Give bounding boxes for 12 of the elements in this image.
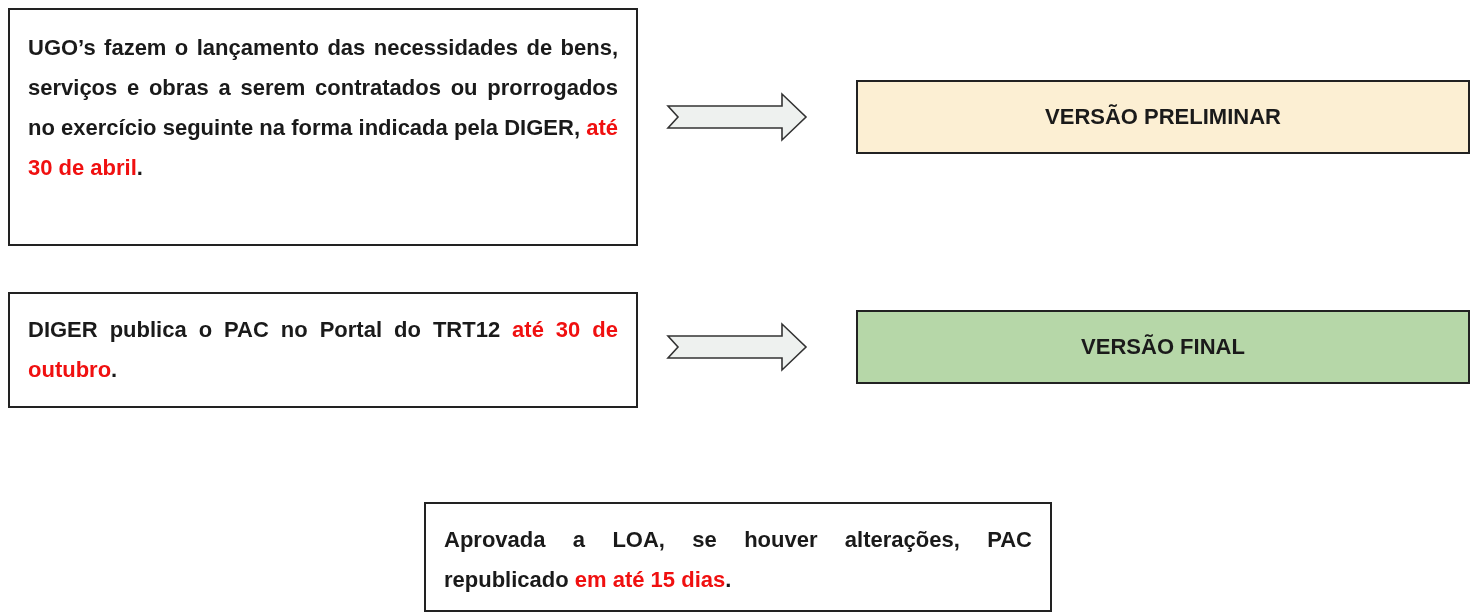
- stage-label: VERSÃO PRELIMINAR: [1045, 104, 1281, 130]
- block-arrow: [666, 322, 808, 372]
- description-text: DIGER publica o PAC no Portal do TRT12 até 30 de outubro.: [28, 316, 618, 384]
- description-text: Aprovada a LOA, se houver alterações, PAC republicado em até 15 dias.: [444, 526, 1032, 594]
- text-box: [8, 292, 638, 408]
- stage-box: [856, 310, 1470, 384]
- block-arrow: [666, 92, 808, 142]
- stage-box: [856, 80, 1470, 154]
- text-box: [424, 502, 1052, 612]
- stage-label: VERSÃO FINAL: [1081, 334, 1245, 360]
- text-box: [8, 8, 638, 246]
- description-text: UGO’s fazem o lançamento das necessidades de bens, serviços e obras a serem contratados ou prorrogados no exercício seguinte na forma indicada pela DIGER, até 30 de abril.: [28, 34, 618, 182]
